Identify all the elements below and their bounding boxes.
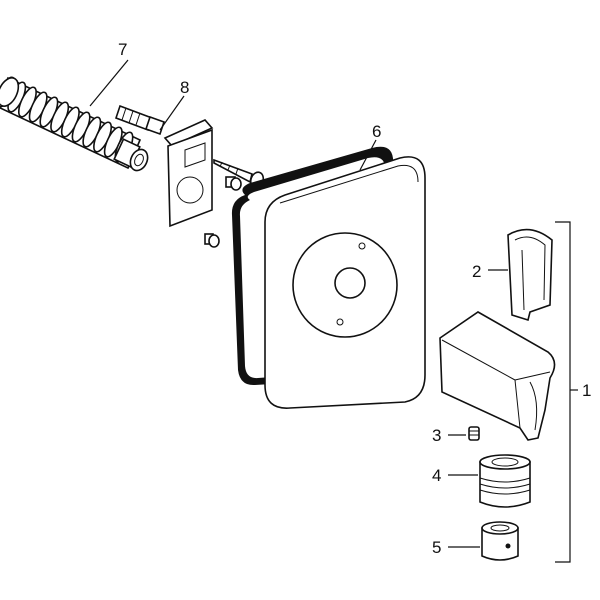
callout-3: 3: [432, 426, 466, 445]
callout-label-8: 8: [180, 78, 189, 97]
callout-1: 1: [555, 221, 591, 563]
callout-label-7: 7: [118, 40, 127, 59]
callout-label-6: 6: [372, 122, 381, 141]
callout-6: 6: [359, 122, 381, 171]
small-screw-a: [225, 176, 242, 191]
callout-label-3: 3: [432, 426, 441, 445]
callout-label-2: 2: [472, 262, 481, 281]
callout-7: 7: [89, 40, 129, 107]
shower-holder-body: [439, 311, 556, 441]
callout-label-5: 5: [432, 538, 441, 557]
callout-8: 8: [159, 78, 189, 131]
nut-part-5: [481, 521, 519, 561]
mounting-bracket-part-8: [163, 119, 214, 228]
callout-5: 5: [432, 538, 480, 557]
holder-insert-part-2: [507, 228, 553, 322]
wall-dowel: [114, 104, 166, 136]
cover-plate: [264, 156, 426, 409]
adapter-part-4: [479, 454, 531, 508]
callout-4: 4: [432, 466, 478, 485]
callout-label-1: 1: [582, 381, 591, 400]
hose-part-7: [0, 76, 149, 172]
small-screw-b: [204, 233, 220, 248]
set-screw-part-3: [468, 426, 480, 441]
callout-2: 2: [472, 262, 508, 281]
callout-label-4: 4: [432, 466, 441, 485]
